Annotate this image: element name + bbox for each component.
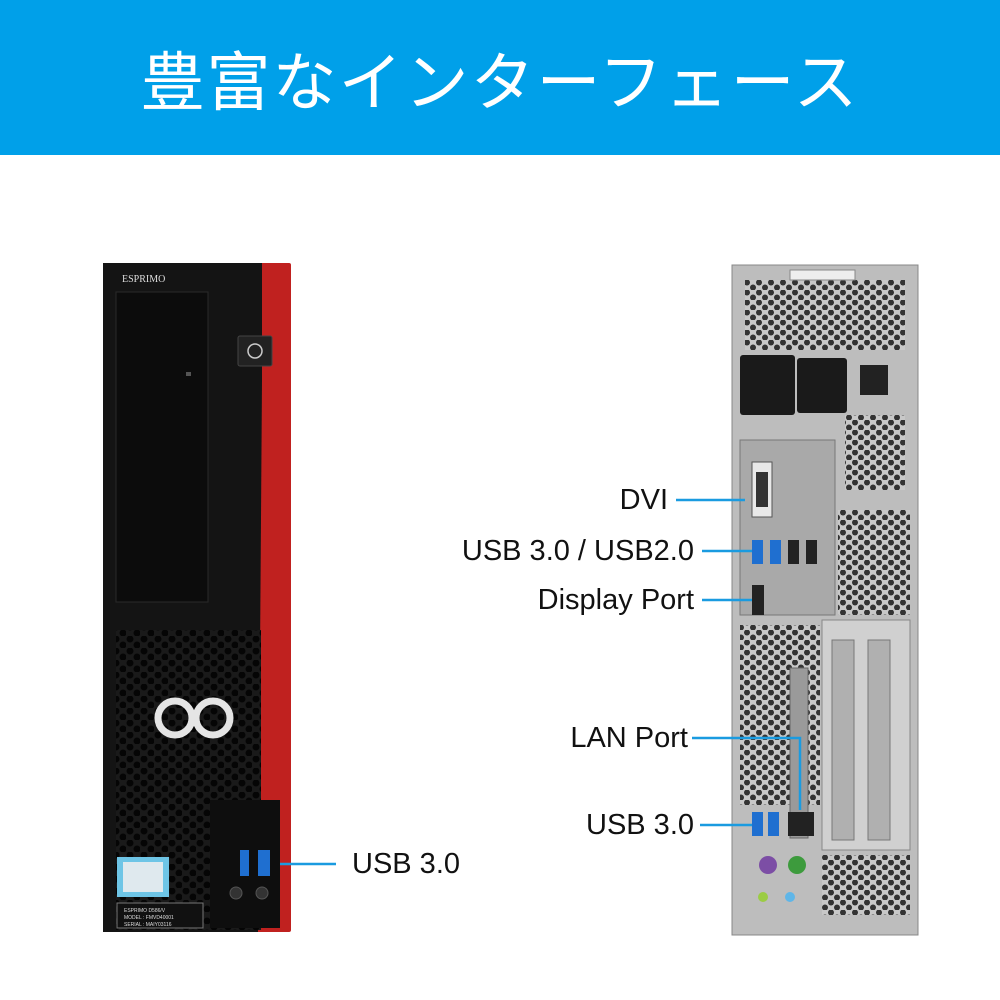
audio-out (758, 892, 768, 902)
audio-in (785, 892, 795, 902)
callout-display-port: Display Port (537, 584, 694, 616)
callout-lines (280, 498, 802, 866)
sticker-line: SERIAL : MAIY03116 (124, 922, 172, 928)
power-icon (247, 343, 263, 359)
front-tower (103, 263, 291, 932)
power-inlet (740, 355, 795, 415)
usb2-port (788, 540, 799, 564)
power-outlet (797, 358, 847, 413)
usb3-port (752, 540, 763, 564)
rear-usb3-port (752, 812, 763, 836)
ps2-keyboard (759, 856, 777, 874)
callout-dvi: DVI (619, 484, 668, 516)
headphone-jack (229, 886, 243, 900)
usb3-port (770, 540, 781, 564)
power-switch (860, 365, 888, 395)
sticker-line: ESPRIMO D586/V (124, 908, 166, 914)
optical-drive (115, 291, 209, 603)
displayport-port (752, 585, 764, 615)
callout-usb3-usb2: USB 3.0 / USB2.0 (461, 535, 694, 567)
lan-port (788, 812, 814, 836)
front-usb-port-1 (240, 850, 249, 876)
page-title: 豊富なインターフェース (140, 46, 860, 121)
rear-usb3-port (768, 812, 779, 836)
fujitsu-logo (154, 697, 234, 739)
usb2-port (806, 540, 817, 564)
callout-line-lan (692, 736, 802, 810)
header-banner: 豊富なインターフェース (0, 0, 1000, 155)
callout-front-usb3: USB 3.0 (352, 848, 460, 880)
sticker-line: MODEL : FMVD40001 (124, 915, 174, 921)
mic-jack (255, 886, 269, 900)
callout-lan-port: LAN Port (570, 722, 688, 754)
back-panel (731, 264, 919, 936)
power-button (237, 335, 273, 367)
front-usb-port-2 (258, 850, 270, 876)
callout-rear-usb3: USB 3.0 (586, 809, 694, 841)
ps2-mouse (788, 856, 806, 874)
front-brand-text: ESPRIMO (122, 274, 165, 285)
